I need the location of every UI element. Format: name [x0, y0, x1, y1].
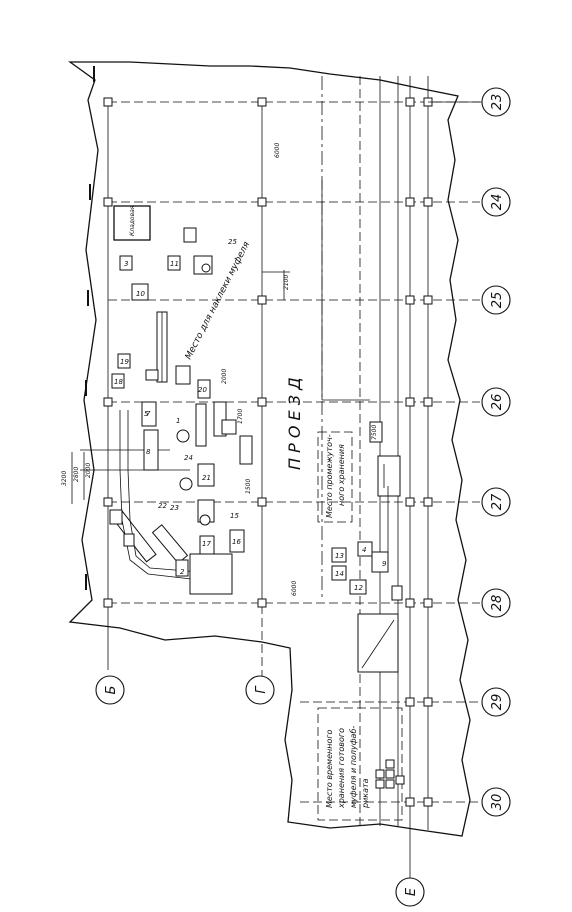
dimension-1: 6000: [274, 143, 281, 158]
equipment-22: 22: [158, 502, 167, 510]
interim-storage-label-1: Место промежуточ-: [325, 434, 334, 518]
axis-28: 28: [490, 595, 505, 612]
equipment-9: 9: [382, 560, 387, 568]
axis-b: Б: [104, 685, 119, 694]
temp-storage-zone: Место временного хранения готового муфел…: [317, 707, 405, 821]
equipment-14: 14: [335, 570, 344, 578]
equipment-8: 8: [146, 448, 151, 456]
axis-g: Г: [254, 685, 269, 694]
dimension-8: 1700: [237, 409, 244, 424]
equipment-25: 25: [228, 238, 237, 246]
axis-29: 29: [490, 694, 505, 711]
storeroom: Кладовая: [113, 205, 151, 241]
equipment-19: 19: [120, 358, 129, 366]
dimension-6: 2800: [73, 467, 80, 482]
dimension-10: 2000: [221, 369, 228, 384]
temp-storage-label-1: Место временного: [325, 729, 334, 808]
building-outline: [67, 61, 471, 837]
equipment-24: 24: [184, 454, 193, 462]
dimension-2: 6000: [291, 581, 298, 596]
equipment-5: 5: [144, 410, 149, 418]
equipment-20: 20: [198, 386, 207, 394]
interim-storage-zone: Место промежуточ- ного хранения: [317, 431, 353, 523]
equipment-18: 18: [114, 378, 123, 386]
dimension-4: 2100: [283, 275, 290, 290]
axis-30: 30: [490, 794, 505, 811]
equipment-3: 3: [124, 260, 128, 268]
temp-storage-label-4: риката: [361, 778, 370, 809]
equipment-21: 21: [202, 474, 211, 482]
column-rows: [107, 100, 263, 690]
equipment-7: 7: [146, 410, 151, 418]
columns: [103, 97, 433, 807]
axis-bubbles-numbers: 23 24 25 26 27 28 29 30: [428, 87, 511, 817]
axis-e: Е: [404, 887, 419, 896]
equipment-17: 17: [202, 540, 211, 548]
wall-ticks: [85, 66, 95, 590]
axis-26: 26: [490, 394, 505, 411]
dimension-7: 2000: [85, 463, 92, 478]
equipment-15: 15: [230, 512, 239, 520]
temp-storage-label-3: муфеля и полуфаб-: [349, 726, 358, 808]
axis-25: 25: [490, 292, 505, 309]
machines: [109, 227, 253, 595]
aisle-label: П Р О Е З Д: [285, 377, 304, 470]
right-equipment: [331, 421, 403, 673]
dimension-3: 7500: [371, 425, 378, 440]
equipment-16: 16: [232, 538, 241, 546]
axis-24: 24: [490, 194, 505, 211]
equipment-10: 10: [136, 290, 145, 298]
equipment-1: 1: [176, 417, 180, 425]
equipment-11: 11: [170, 260, 179, 268]
equipment-12: 12: [354, 584, 363, 592]
temp-storage-label-2: хранения готового: [337, 728, 346, 809]
axis-27: 27: [490, 493, 505, 510]
axis-lines: [108, 101, 480, 803]
dimensions: 6000 6000 7500 2100 3200 2800 2000 1700 …: [61, 143, 378, 596]
equipment-13: 13: [335, 552, 344, 560]
equipment-labels: 1 2 3 4 5 7 8 9 10 11 12 13 14 15 16 17 …: [114, 238, 387, 592]
equipment-2: 2: [180, 568, 185, 576]
equipment-23: 23: [170, 504, 179, 512]
axis-23: 23: [490, 94, 505, 111]
axis-bubbles-letters: Б Г Е: [95, 675, 425, 907]
storeroom-label: Кладовая: [129, 205, 136, 236]
dimension-9: 1500: [245, 479, 252, 494]
dimension-5: 3200: [61, 471, 68, 486]
interim-storage-label-2: ного хранения: [337, 444, 346, 506]
equipment-4: 4: [362, 546, 366, 554]
